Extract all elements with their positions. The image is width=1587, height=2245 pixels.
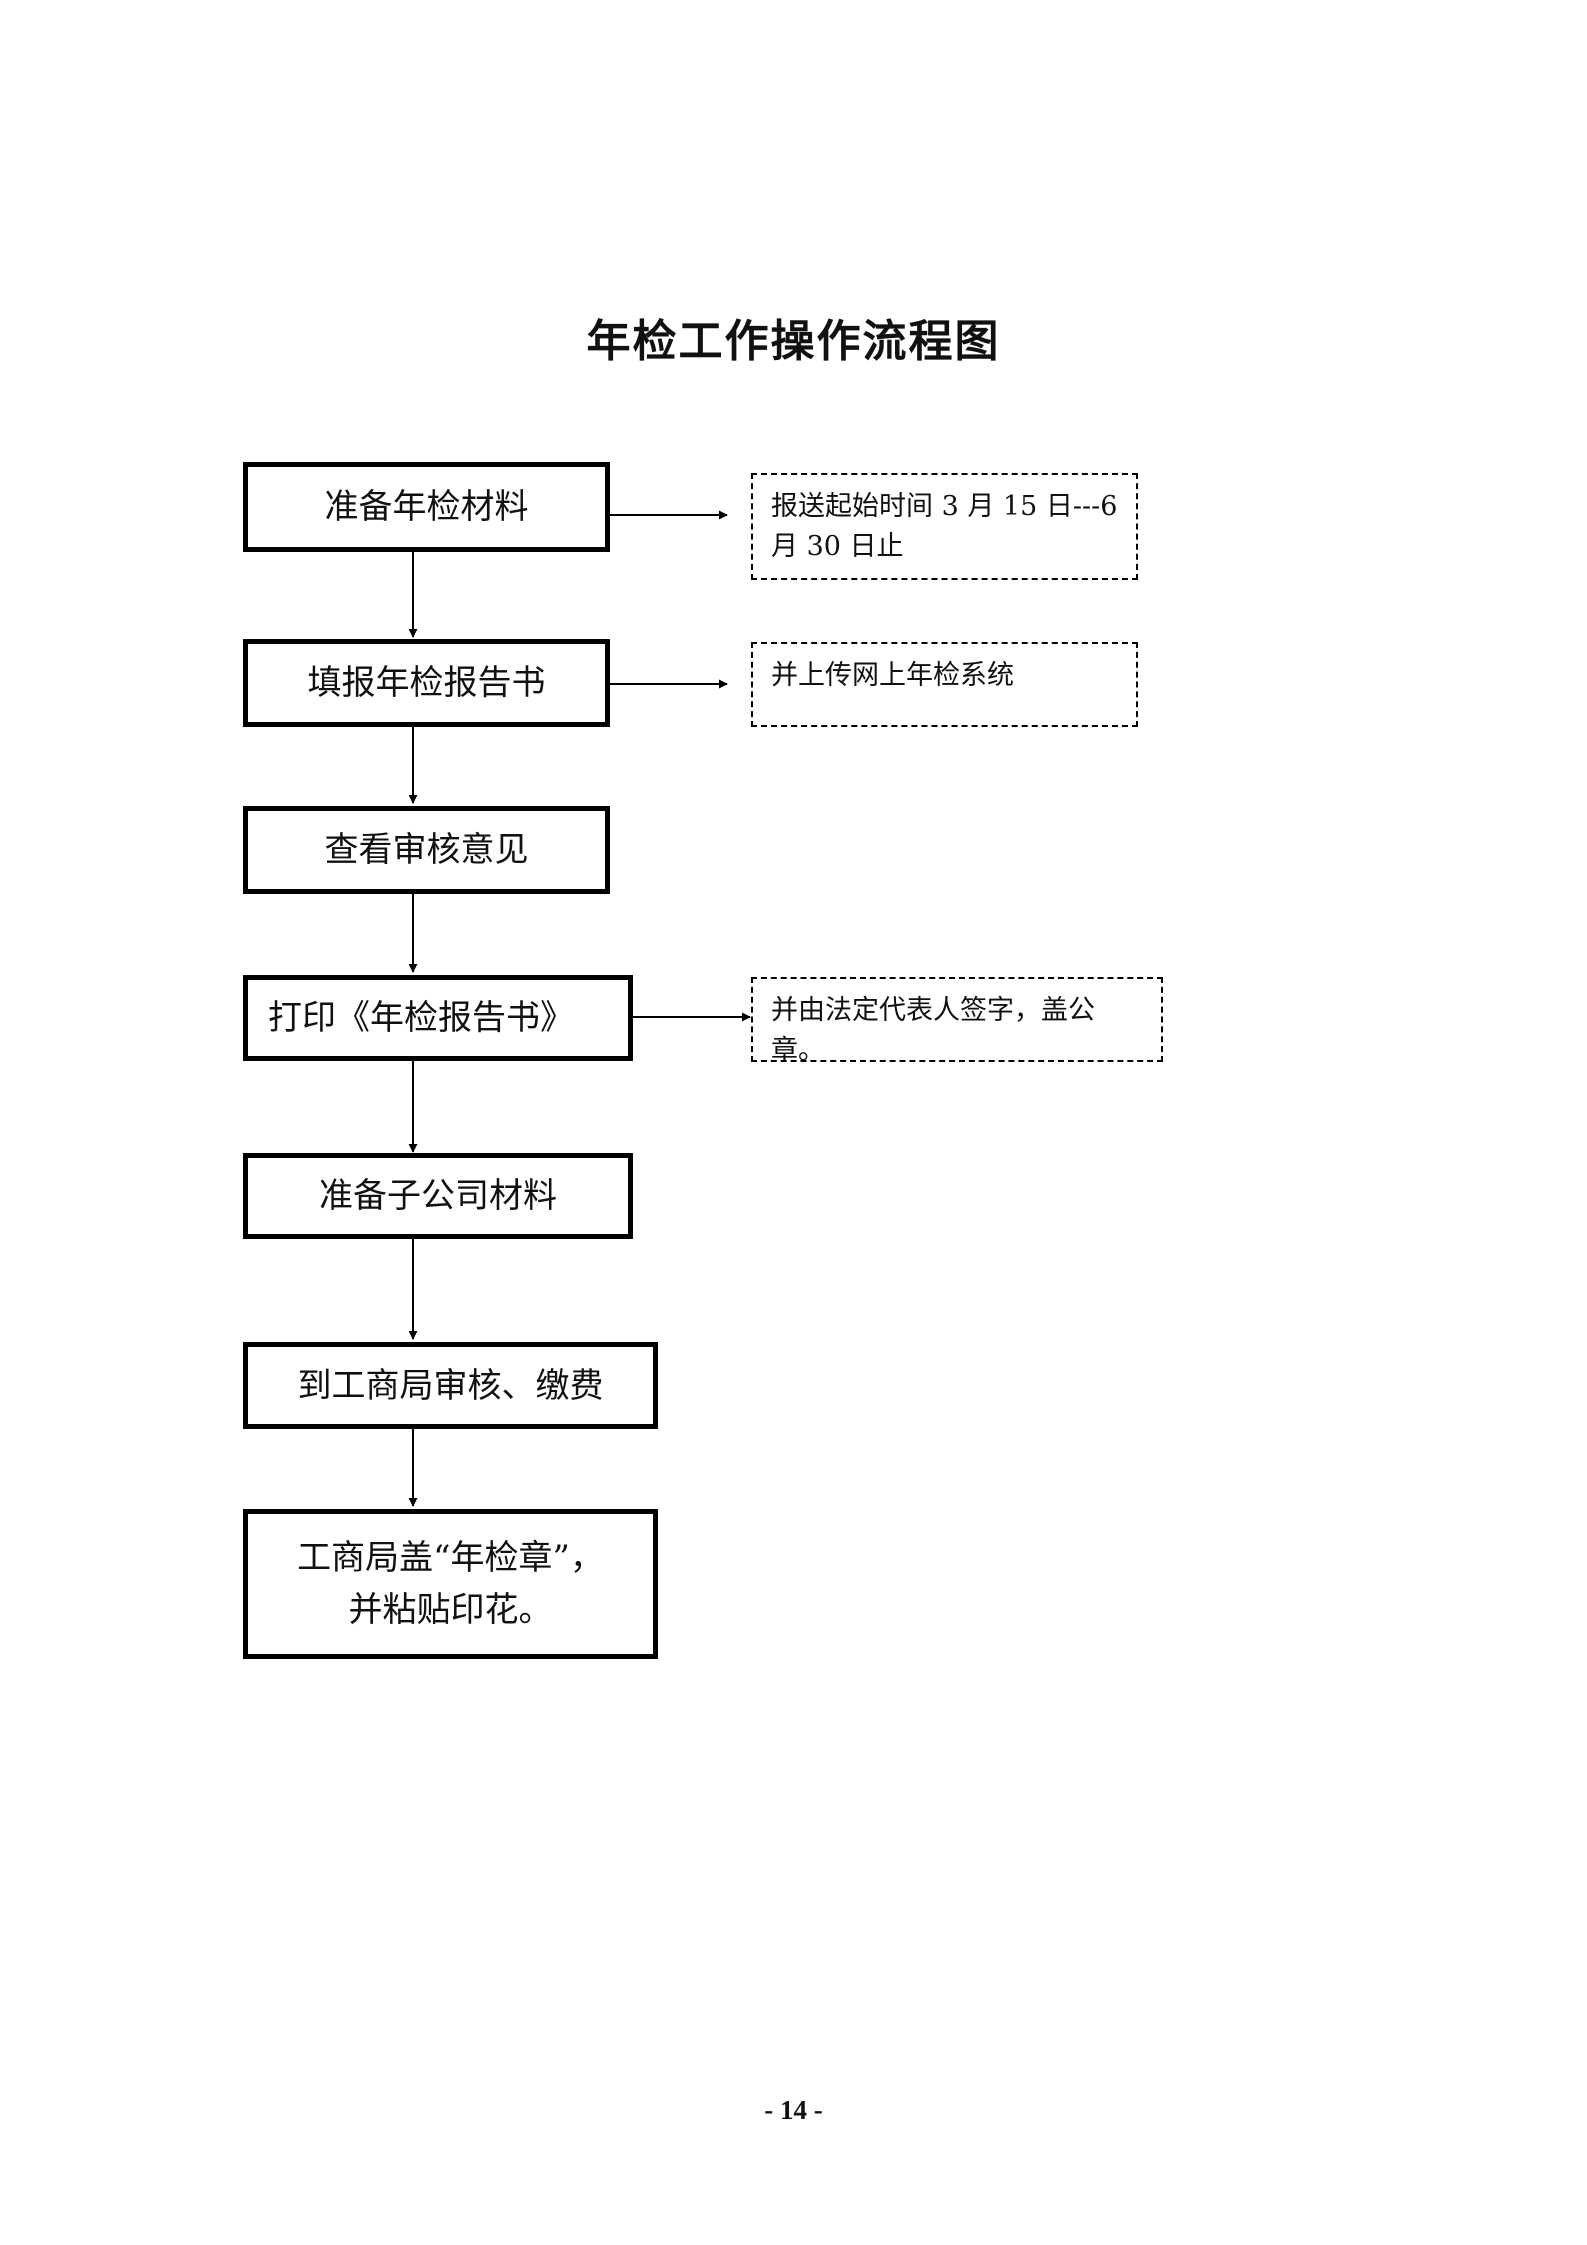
step-box-bureau-review-fee: 到工商局审核、缴费 <box>243 1342 658 1429</box>
note-text-line1: 并上传网上年检系统 <box>771 660 1014 691</box>
page-number: - 14 - <box>764 2095 823 2125</box>
diagram-title: 年检工作操作流程图 <box>586 316 1001 367</box>
note-box-submission-period: 报送起始时间 3 月 15 日---6 月 30 日止 <box>751 473 1138 580</box>
step-box-print-report: 打印《年检报告书》 <box>243 975 633 1061</box>
step-box-fill-report: 填报年检报告书 <box>243 639 610 727</box>
step-box-prepare-materials: 准备年检材料 <box>243 462 610 552</box>
step-box-subsidiary-materials: 准备子公司材料 <box>243 1153 633 1239</box>
step-label: 填报年检报告书 <box>307 663 546 703</box>
step-label-line1: 工商局盖“年检章”， <box>297 1538 604 1578</box>
note-box-sign-and-seal: 并由法定代表人签字，盖公章。 <box>751 977 1163 1066</box>
note-box-upload-system: 并上传网上年检系统 <box>751 642 1138 727</box>
note-text-line1: 报送起始时间 3 月 15 日---6 <box>771 491 1118 522</box>
step-box-bureau-stamp: 工商局盖“年检章”， 并粘贴印花。 <box>243 1509 658 1659</box>
step-box-review-opinion: 查看审核意见 <box>243 806 610 894</box>
step-label: 到工商局审核、缴费 <box>297 1365 604 1406</box>
step-label: 打印《年检报告书》 <box>268 998 574 1038</box>
step-label: 准备年检材料 <box>324 487 529 527</box>
note-text-line1: 并由法定代表人签字，盖公章。 <box>771 995 1095 1066</box>
note-text-line2: 月 30 日止 <box>771 531 904 562</box>
step-label-line2: 并粘贴印花。 <box>348 1590 553 1630</box>
step-label: 准备子公司材料 <box>319 1176 557 1216</box>
step-label: 查看审核意见 <box>324 830 529 870</box>
